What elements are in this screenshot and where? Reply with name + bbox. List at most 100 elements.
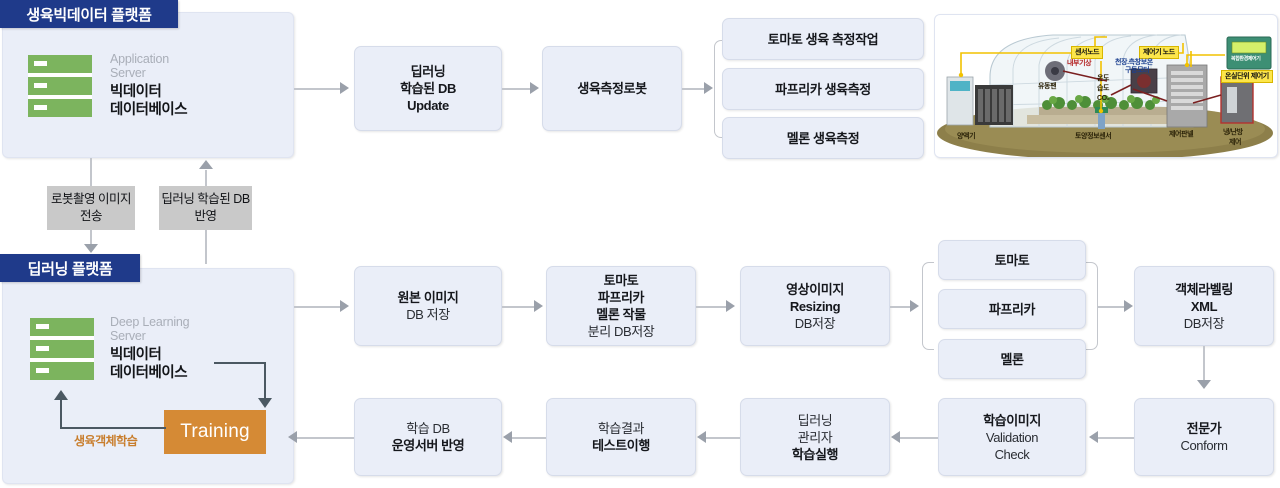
connector-label-0-line2: 이미지전송 — [79, 192, 132, 223]
deep-server-subtitle-line1: Deep Learning — [110, 315, 190, 329]
node-testrun-line2: 테스트이행 — [592, 438, 650, 453]
server-rack-icon — [28, 55, 92, 117]
training-loop-up-line — [60, 398, 63, 428]
node-validation-line3: Check — [994, 446, 1030, 462]
node-split-line1: 토마토 — [603, 273, 639, 288]
node-labeling-line1: 객체라벨링 — [1175, 281, 1233, 297]
fanout-bracket-crops — [922, 262, 934, 350]
task-label-0: 토마토 생육 측정작업 — [767, 31, 879, 47]
node-trainexec-line3: 학습실행 — [791, 446, 839, 462]
growth-server-subtitle-line2: Server — [110, 66, 146, 80]
node-db-update-line1: 딥러닝 — [410, 64, 446, 79]
crop-label-2: 멜론 — [1000, 351, 1024, 367]
growth-server-title-line1: 빅데이터 — [110, 84, 162, 100]
training-loop-top-line — [214, 362, 266, 365]
label-robot-capture-transfer: 로봇촬영 이미지전송 — [47, 186, 135, 230]
node-deeplearning-db-update[interactable]: 딥러닝 학습된 DB Update — [354, 46, 502, 131]
node-tomato-growth-measurement-task[interactable]: 토마토 생육 측정작업 — [722, 18, 924, 60]
connector-growth-to-dbupdate — [294, 88, 340, 90]
node-image-resizing-db[interactable]: 영상이미지 Resizing DB저장 — [740, 266, 890, 346]
connector-crops-to-labeling — [1098, 306, 1124, 308]
gh-text-soil-sensor: 토양정보센서 — [1075, 133, 1112, 140]
node-crop-paprika[interactable]: 파프리카 — [938, 289, 1086, 329]
connector-robot-to-tasks — [682, 88, 704, 90]
fanin-bracket-crops — [1086, 262, 1098, 350]
gh-text-ceiling-motor-line2: 구동모터 — [1125, 67, 1150, 74]
arrow-labeling-to-conform — [1197, 380, 1211, 389]
arrow-training-to-db — [54, 390, 68, 400]
gh-text-hvac-line2: 제어 — [1229, 139, 1242, 146]
connector-deep-to-original — [294, 306, 340, 308]
node-paprika-growth-measurement[interactable]: 파프리카 생육측정 — [722, 68, 924, 110]
node-training-image-validation-check[interactable]: 학습이미지 Validation Check — [938, 398, 1086, 476]
arrow-split-to-resizing — [726, 300, 735, 312]
task-label-2: 멜론 생육측정 — [786, 130, 860, 146]
arrow-deep-to-original — [340, 300, 349, 312]
gh-tag-controller-node: 제어기 노드 — [1139, 46, 1179, 59]
connector-split-to-resizing — [696, 306, 726, 308]
gh-tag-greenhouse-controller: 온실단위 제어기 — [1221, 70, 1273, 83]
node-train-db-deploy[interactable]: 학습 DB 운영서버 반영 — [354, 398, 502, 476]
server-rack-icon-deep — [30, 318, 94, 380]
node-split-line4: 분리 DB저장 — [587, 324, 655, 339]
deep-server-text: Deep Learning Server 빅데이터 데이터베이스 — [110, 315, 290, 382]
node-validation-line1: 학습이미지 — [983, 412, 1041, 428]
node-trainexec-line2: 관리자 — [797, 429, 833, 445]
training-label: Training — [180, 421, 250, 442]
node-crop-split-db[interactable]: 토마토 파프리카 멜론 작물 분리 DB저장 — [546, 266, 696, 346]
connector-deploy-to-deep-platform — [296, 437, 354, 439]
arrow-validation-to-trainexec — [891, 431, 900, 443]
greenhouse-illustration — [937, 34, 1273, 157]
deep-platform-banner-label: 딥러닝 플랫폼 — [27, 260, 113, 278]
arrow-down-to-deep-platform — [84, 244, 98, 253]
node-object-labeling-xml[interactable]: 객체라벨링 XML DB저장 — [1134, 266, 1274, 346]
greenhouse-illustration-panel: 센서노드 제어기 노드 온실단위 제어기 복합환경제어기 내부기상 온도 습도 … — [934, 14, 1278, 158]
arrow-deploy-to-deep-platform — [288, 431, 297, 443]
connector-label-1-line1: 딥러닝 학습된 — [161, 192, 231, 206]
arrow-crops-to-labeling — [1124, 300, 1133, 312]
label-deeplearning-db-reflect: 딥러닝 학습된 DB반영 — [159, 186, 252, 230]
gh-text-nutrient-machine: 양액기 — [957, 133, 976, 140]
node-melon-growth-measurement[interactable]: 멜론 생육측정 — [722, 117, 924, 159]
node-split-line3: 멜론 작물 — [596, 307, 646, 322]
connector-conform-to-validation — [1098, 437, 1134, 439]
arrow-robot-to-tasks — [704, 82, 713, 94]
node-original-line1: 원본 이미지 — [397, 290, 459, 305]
node-original-image-db[interactable]: 원본 이미지 DB 저장 — [354, 266, 502, 346]
gh-text-circulation-fan: 유동팬 — [1038, 83, 1057, 90]
node-conform-line1: 전문가 — [1186, 421, 1222, 436]
arrow-db-to-training — [258, 398, 272, 408]
growth-server-subtitle-line1: Application — [110, 52, 169, 66]
node-db-update-line2: 학습된 DB — [400, 81, 456, 96]
connector-label-0-line1: 로봇촬영 — [50, 192, 96, 206]
node-trainexec-line1: 딥러닝 — [797, 412, 833, 428]
node-robot-label: 생육측정로봇 — [577, 81, 647, 96]
node-crop-melon[interactable]: 멜론 — [938, 339, 1086, 379]
node-expert-conform[interactable]: 전문가 Conform — [1134, 398, 1274, 476]
node-resizing-line1: 영상이미지 — [786, 281, 844, 297]
connector-resizing-to-crops — [890, 306, 910, 308]
connector-validation-to-trainexec — [900, 437, 938, 439]
node-train-result-test-run[interactable]: 학습결과 테스트이행 — [546, 398, 696, 476]
deep-server-title-line2: 데이터베이스 — [110, 365, 188, 381]
arrow-testrun-to-deploy — [503, 431, 512, 443]
node-testrun-line1: 학습결과 — [597, 421, 645, 436]
node-crop-tomato[interactable]: 토마토 — [938, 240, 1086, 280]
growth-platform-banner-label: 생육빅데이터 플랫폼 — [26, 6, 152, 24]
deep-server-title-line1: 빅데이터 — [110, 347, 162, 363]
connector-up-bottom-2 — [205, 230, 207, 264]
connector-up-top-2 — [205, 170, 207, 186]
fanout-bracket-measure-tasks — [714, 40, 726, 138]
gh-text-humidity: 습도 — [1097, 85, 1110, 92]
training-box[interactable]: Training — [164, 410, 266, 454]
gh-text-co2: CO₂ — [1097, 95, 1110, 102]
growth-platform-banner: 생육빅데이터 플랫폼 — [0, 0, 178, 28]
node-deeplearning-manager-train-exec[interactable]: 딥러닝 관리자 학습실행 — [740, 398, 890, 476]
growth-server-title-line2: 데이터베이스 — [110, 102, 188, 118]
arrow-trainexec-to-testrun — [697, 431, 706, 443]
connector-testrun-to-deploy — [512, 437, 546, 439]
training-loop-caption: 생육객체학습 — [74, 434, 138, 448]
node-deploy-line2: 운영서버 반영 — [391, 438, 465, 453]
node-growth-measuring-robot[interactable]: 생육측정로봇 — [542, 46, 682, 131]
